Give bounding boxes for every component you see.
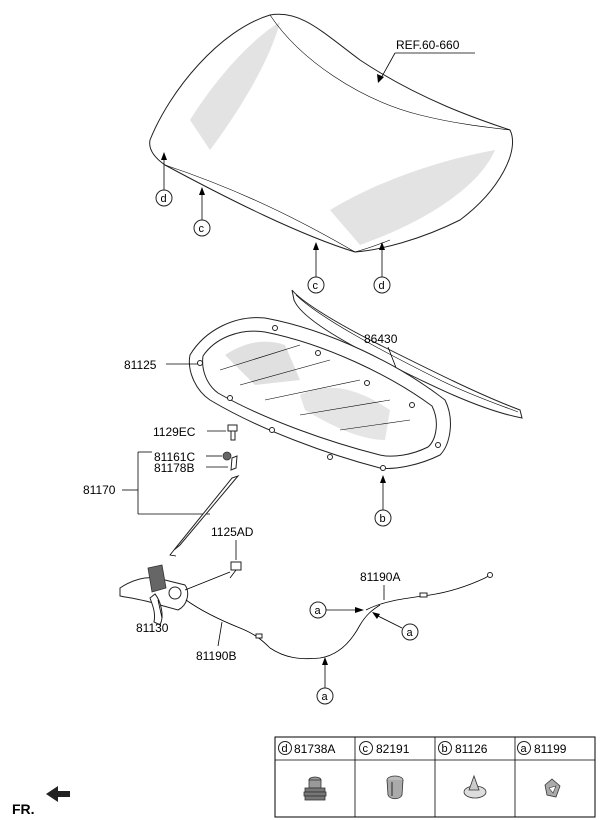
legend-header-c: c 82191	[359, 741, 410, 756]
svg-text:b: b	[442, 743, 448, 755]
release-cable-81190B	[185, 599, 381, 660]
svg-text:82191: 82191	[376, 742, 410, 756]
svg-text:81199: 81199	[534, 742, 567, 756]
bumper-81738A-icon	[303, 776, 327, 801]
grommet-81161C	[222, 451, 232, 461]
label-81190A: 81190A	[360, 570, 400, 584]
ref-label: REF.60-660	[396, 38, 460, 52]
svg-text:d: d	[282, 743, 288, 755]
front-arrow-icon	[46, 786, 70, 802]
label-81190B: 81190B	[196, 649, 236, 663]
cable-callout-a-bottom: a	[316, 657, 334, 705]
hood-latch-81130	[119, 564, 231, 626]
svg-text:c: c	[313, 280, 319, 292]
svg-text:a: a	[407, 627, 414, 639]
svg-text:c: c	[199, 223, 205, 235]
bumper-82191-icon	[386, 775, 404, 800]
label-1125AD: 1125AD	[211, 525, 254, 539]
legend-table	[274, 736, 596, 818]
bolt-1125AD	[229, 561, 242, 579]
svg-text:b: b	[380, 513, 386, 525]
front-direction-label: FR.	[12, 801, 35, 817]
cable-callout-a-right: a	[372, 612, 419, 641]
legend-header-a: a 81199	[517, 741, 567, 756]
label-81125: 81125	[124, 358, 157, 372]
clip-81178B	[230, 455, 238, 471]
label-81161C: 81161C	[154, 450, 195, 464]
stay-rod-81170	[169, 474, 240, 557]
cable-callout-a-left: a	[309, 601, 364, 619]
svg-text:d: d	[161, 193, 167, 205]
ref-arrow-icon	[377, 74, 384, 83]
clip-81126-icon	[463, 774, 487, 799]
clip-81199-icon	[544, 778, 561, 798]
label-81130: 81130	[136, 621, 169, 635]
label-81170: 81170	[83, 483, 116, 497]
svg-text:a: a	[315, 605, 322, 617]
insulator-callout-b: b	[374, 475, 392, 527]
hood-callout-d-left: d	[155, 152, 173, 207]
bracket-81170	[122, 451, 210, 515]
svg-text:81126: 81126	[455, 742, 488, 756]
bolt-1129EC	[227, 424, 238, 441]
release-cable-81190A	[365, 572, 493, 611]
label-81178B: 81178B	[154, 461, 194, 475]
svg-text:a: a	[521, 743, 528, 755]
ref-leader	[379, 52, 396, 81]
leader-81190B	[217, 621, 223, 647]
svg-text:81738A: 81738A	[294, 742, 335, 756]
leader-81130	[157, 599, 163, 619]
hood-callout-d-right: d	[373, 242, 391, 294]
hood-panel	[149, 13, 514, 253]
legend-header-b: b 81126	[438, 741, 488, 756]
svg-text:a: a	[322, 691, 329, 703]
hood-callout-c-right: c	[307, 242, 325, 294]
svg-text:c: c	[363, 743, 369, 755]
hood-callout-c-left: c	[193, 187, 211, 237]
insulator-81125	[188, 317, 451, 471]
legend-header-d: d 81738A	[278, 741, 335, 756]
weatherstrip-86430	[291, 289, 523, 419]
svg-text:d: d	[379, 280, 385, 292]
label-1129EC: 1129EC	[153, 425, 196, 439]
label-86430: 86430	[364, 332, 398, 346]
